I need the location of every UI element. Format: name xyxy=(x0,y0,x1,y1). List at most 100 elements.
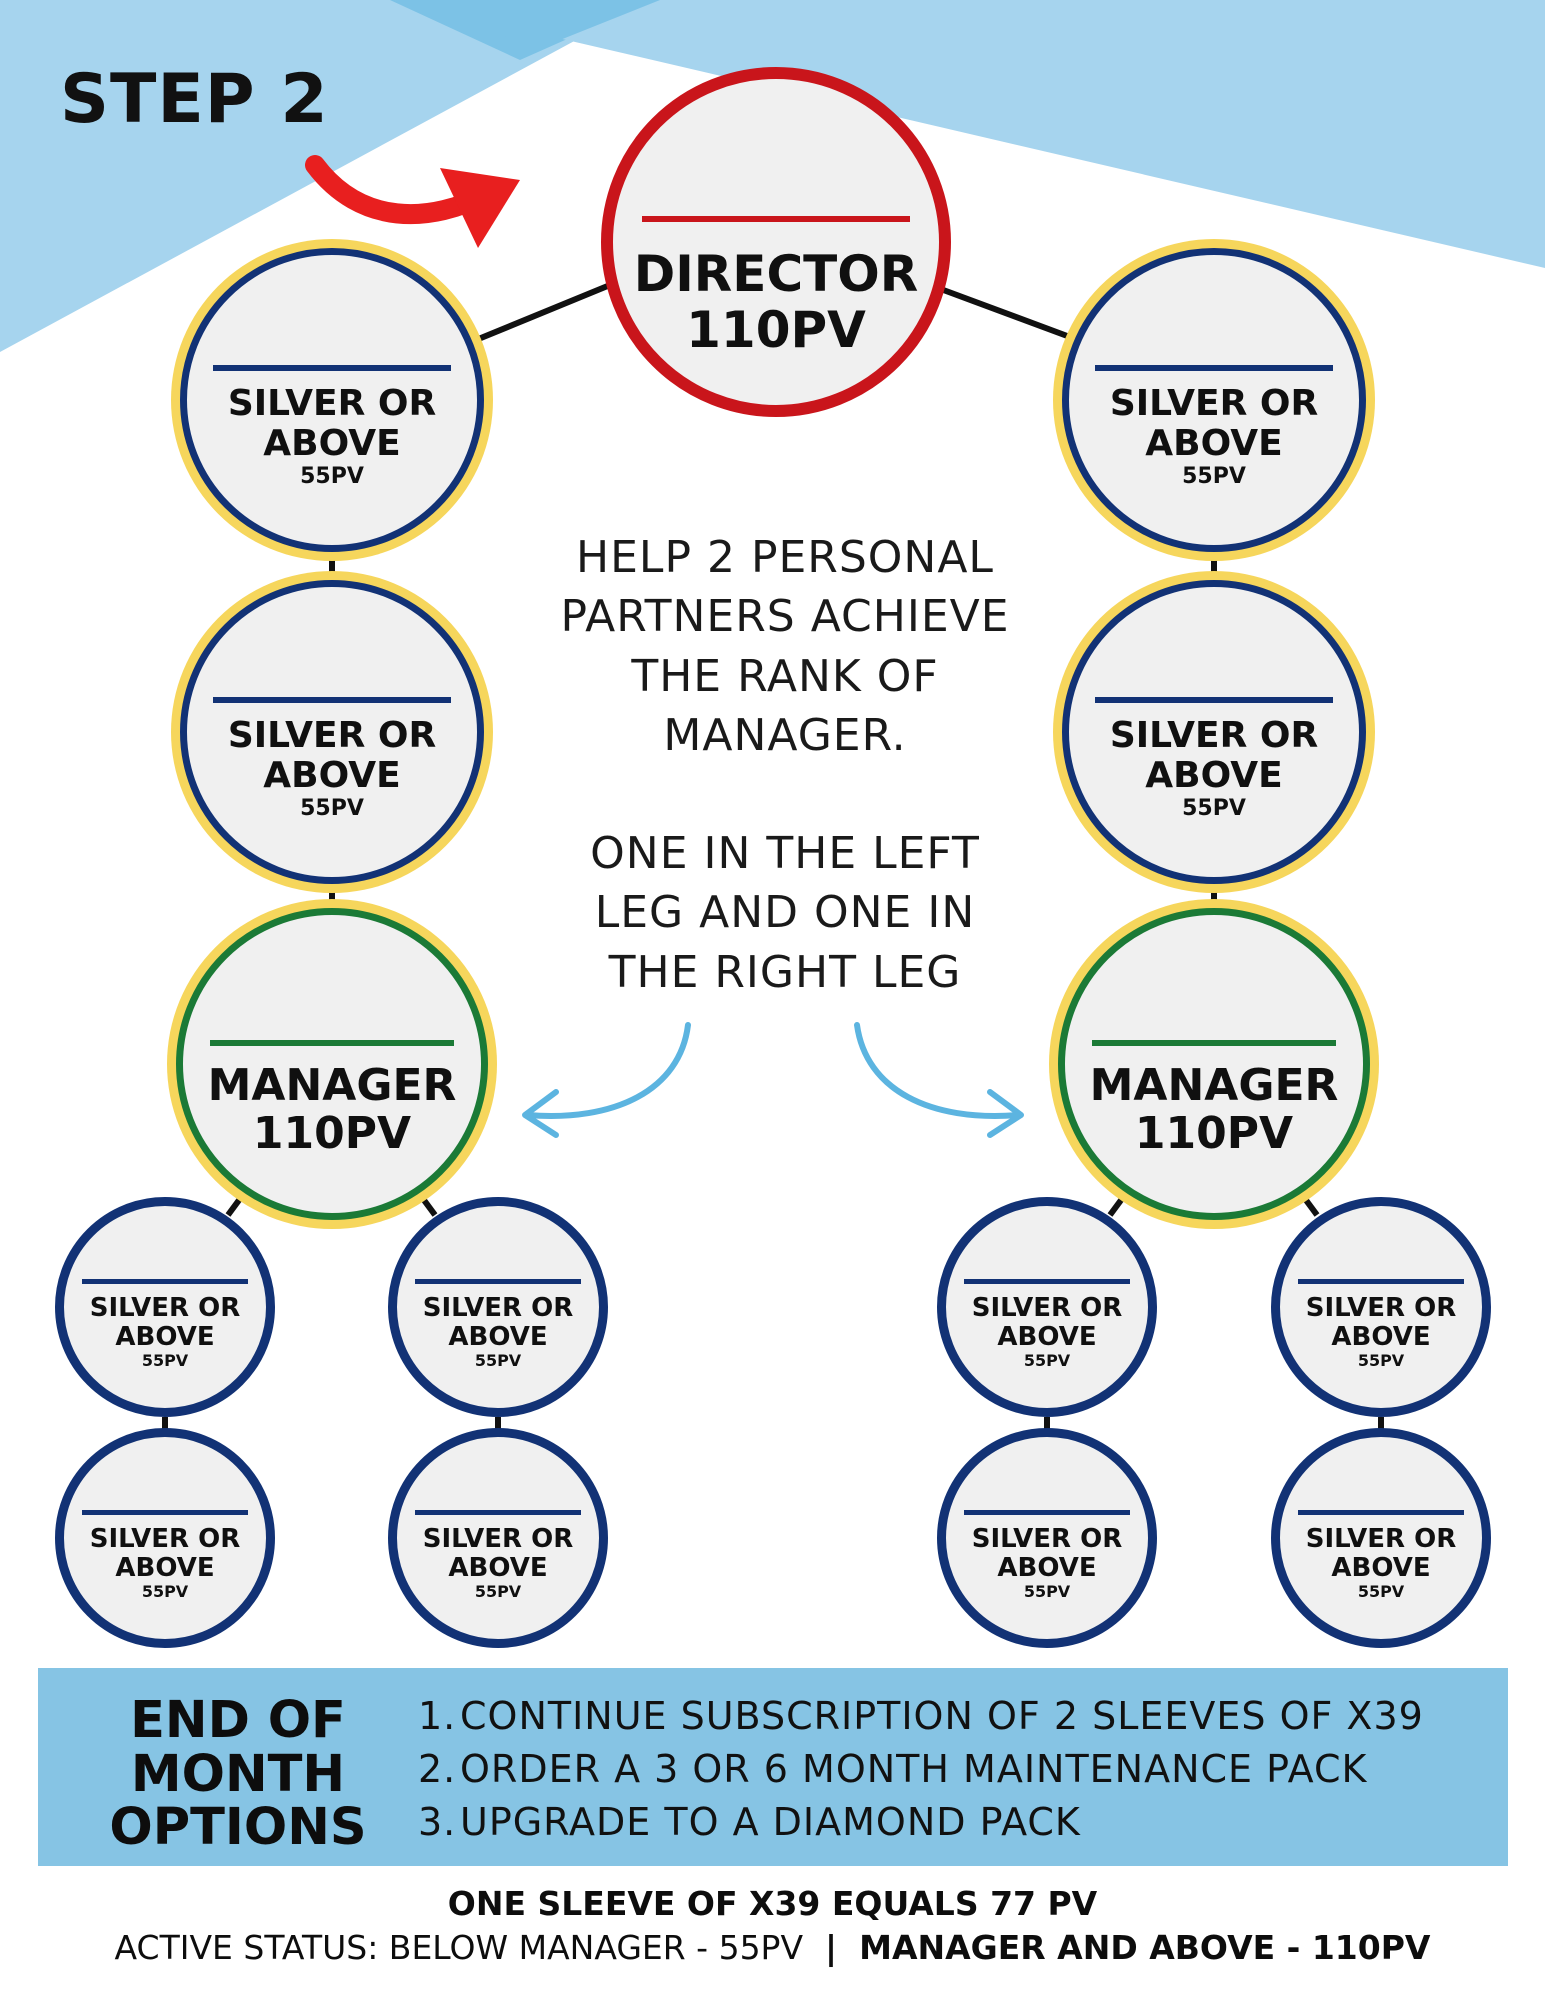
silver-rank-label: ABOVE xyxy=(448,1552,548,1583)
silver-rank-label: ABOVE xyxy=(997,1321,1097,1352)
background-triangle-right xyxy=(395,0,1545,268)
node-divider-line xyxy=(964,1509,1130,1515)
instruction-line: MANAGER. xyxy=(663,710,907,762)
director-pv-label: 110PV xyxy=(686,300,866,359)
node-divider-line xyxy=(1091,1040,1337,1047)
instruction-line: ONE IN THE LEFT xyxy=(590,828,980,879)
options-title: END OF MONTH OPTIONS xyxy=(108,1694,368,1855)
footer-sleeve-note: ONE SLEEVE OF X39 EQUALS 77 PV xyxy=(447,1884,1098,1923)
node-divider-line xyxy=(1095,697,1333,704)
node-divider-line xyxy=(213,365,451,372)
options-title-line: MONTH xyxy=(130,1744,346,1804)
instruction-text-2: ONE IN THE LEFT LEG AND ONE IN THE RIGHT… xyxy=(520,824,1050,1002)
silver-pv-label: 55PV xyxy=(1182,795,1246,821)
node-divider-line xyxy=(209,1040,455,1047)
background-triangle-right-dark xyxy=(395,0,660,48)
node-divider-line xyxy=(415,1278,581,1284)
tree-connectors xyxy=(162,282,1384,1430)
connector xyxy=(415,1190,438,1217)
node-divider-line xyxy=(415,1509,581,1515)
instruction-text-1: HELP 2 PERSONAL PARTNERS ACHIEVE THE RAN… xyxy=(520,528,1050,766)
silver-rank-label: ABOVE xyxy=(1145,422,1283,464)
silver-rank-label: ABOVE xyxy=(115,1552,215,1583)
silver-rank-label: SILVER OR xyxy=(89,1292,241,1323)
option-number: 2. xyxy=(418,1747,457,1792)
blue-arrow-right-icon xyxy=(854,1022,1024,1138)
connector xyxy=(1297,1190,1320,1217)
option-item: 3.UPGRADE TO A DIAMOND PACK xyxy=(418,1796,1424,1849)
silver-pv-label: 55PV xyxy=(300,795,364,821)
silver-pv-label: 55PV xyxy=(1023,1350,1071,1370)
silver-rank-label: ABOVE xyxy=(997,1552,1097,1583)
manager-pv-label: 110PV xyxy=(1134,1108,1294,1159)
connector xyxy=(225,1190,248,1217)
silver-rank-label: ABOVE xyxy=(115,1321,215,1352)
option-text: ORDER A 3 OR 6 MONTH MAINTENANCE PACK xyxy=(460,1747,1368,1792)
node-divider-line xyxy=(1095,365,1333,372)
blue-arrow-left-icon xyxy=(522,1022,691,1138)
option-text: CONTINUE SUBSCRIPTION OF 2 SLEEVES OF X3… xyxy=(460,1694,1424,1738)
manager-pv-label: 110PV xyxy=(252,1108,412,1159)
manager-rank-label: MANAGER xyxy=(1089,1060,1339,1111)
node-divider-line xyxy=(642,215,910,222)
silver-rank-label: ABOVE xyxy=(448,1321,548,1352)
silver-rank-label: ABOVE xyxy=(1145,754,1283,796)
instruction-line: THE RANK OF xyxy=(631,650,939,702)
node-divider-line xyxy=(82,1509,248,1515)
silver-rank-label: SILVER OR xyxy=(1109,382,1319,424)
option-number: 3. xyxy=(418,1800,457,1845)
option-number: 1. xyxy=(418,1694,457,1738)
silver-rank-label: SILVER OR xyxy=(971,1523,1123,1554)
silver-pv-label: 55PV xyxy=(141,1350,189,1370)
connector xyxy=(474,282,612,343)
step-title: STEP 2 xyxy=(60,60,329,139)
options-title-line: OPTIONS xyxy=(109,1798,367,1858)
silver-rank-label: SILVER OR xyxy=(422,1523,574,1554)
option-item: 2.ORDER A 3 OR 6 MONTH MAINTENANCE PACK xyxy=(418,1743,1424,1796)
director-rank-label: DIRECTOR xyxy=(633,244,919,303)
silver-pv-label: 55PV xyxy=(1357,1350,1405,1370)
silver-rank-label: SILVER OR xyxy=(1305,1523,1457,1554)
connector xyxy=(936,285,1080,343)
silver-rank-label: SILVER OR xyxy=(971,1292,1123,1323)
footer-below-manager: ACTIVE STATUS: BELOW MANAGER - 55PV xyxy=(114,1928,804,1967)
option-text: UPGRADE TO A DIAMOND PACK xyxy=(460,1800,1081,1845)
node-divider-line xyxy=(964,1278,1130,1284)
node-divider-line xyxy=(1298,1278,1464,1284)
silver-pv-label: 55PV xyxy=(300,463,364,489)
instruction-line: LEG AND ONE IN xyxy=(594,887,976,939)
footer-active-status: ACTIVE STATUS: BELOW MANAGER - 55PV|MANA… xyxy=(0,1928,1545,1967)
node-divider-line xyxy=(1298,1509,1464,1515)
silver-rank-label: ABOVE xyxy=(1331,1321,1431,1352)
silver-rank-label: SILVER OR xyxy=(227,714,437,756)
node-divider-line xyxy=(82,1278,248,1284)
manager-rank-label: MANAGER xyxy=(207,1060,457,1111)
